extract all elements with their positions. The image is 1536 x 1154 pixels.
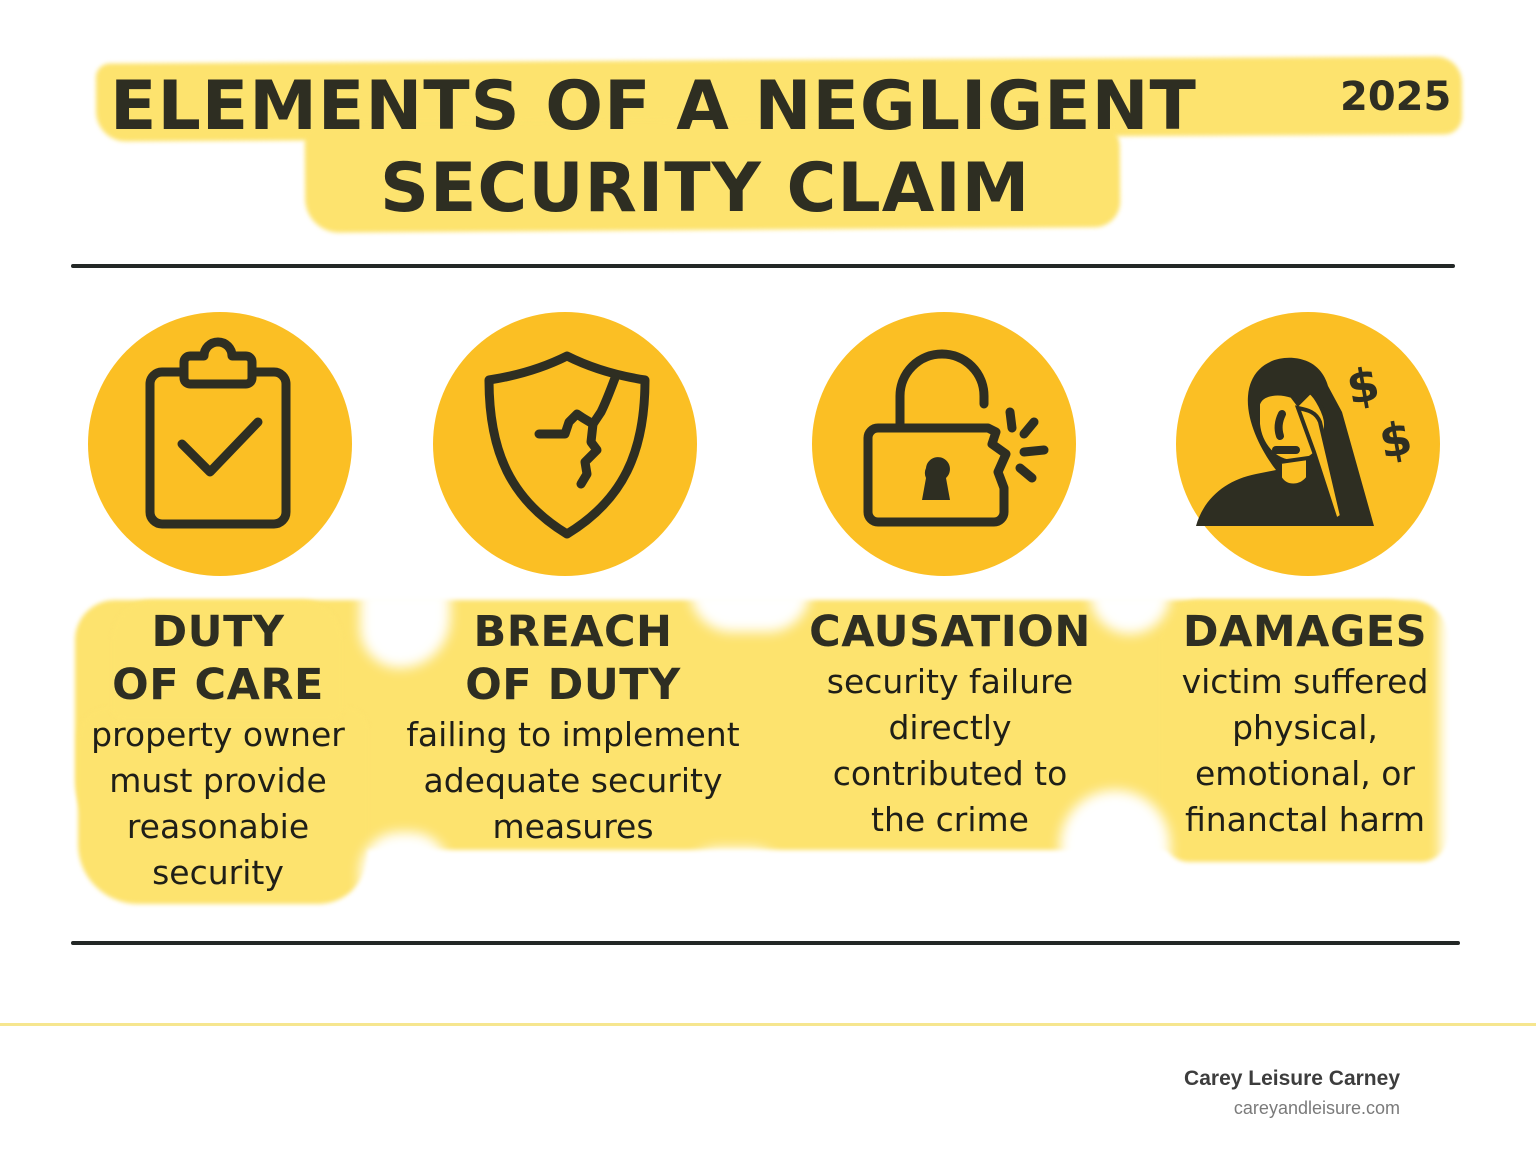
element-description: contributed to	[832, 754, 1068, 793]
element-description: reasonabie	[126, 807, 310, 846]
year-badge: 2025	[1340, 74, 1452, 120]
element-term: OF CARE	[112, 660, 324, 710]
element-description: the crime	[871, 800, 1029, 839]
terms-highlight	[78, 708, 368, 904]
element-description: financtal harm	[1184, 800, 1426, 839]
page-title-line-2: SECURITY CLAIM	[380, 149, 1031, 228]
element-duty-of-care: DUTY OF CARE property owner must provide…	[38, 606, 398, 896]
element-description: physical,	[1232, 708, 1378, 747]
element-description: property owner	[91, 715, 345, 754]
element-term: DAMAGES	[1182, 607, 1428, 657]
element-description: measures	[492, 807, 654, 846]
element-description: directly	[888, 708, 1012, 747]
page-title-line-1: ELEMENTS OF A NEGLIGENT	[110, 67, 1197, 146]
footer-brand: Carey Leisure Carney careyandleisure.com	[1184, 1066, 1400, 1124]
highlight-cutout	[1440, 590, 1536, 890]
cracked-shield-icon	[433, 312, 697, 576]
element-causation: CAUSATION security failure directly cont…	[770, 606, 1130, 843]
bottom-divider	[71, 941, 1460, 945]
element-term: BREACH	[473, 607, 673, 657]
top-divider	[71, 264, 1455, 268]
terms-highlight	[1160, 600, 1450, 862]
element-description: failing to implement	[406, 715, 740, 754]
highlight-cutout	[680, 848, 790, 908]
terms-highlight	[112, 600, 342, 720]
element-description: adequate security	[423, 761, 723, 800]
svg-text:$: $	[1342, 356, 1383, 415]
highlight-cutout	[360, 832, 450, 912]
brand-url: careyandleisure.com	[1233, 1098, 1400, 1118]
brand-name: Carey Leisure Carney	[1184, 1067, 1400, 1090]
element-term: DUTY	[151, 607, 285, 657]
element-breach-of-duty: BREACH OF DUTY failing to implement adeq…	[393, 606, 753, 850]
element-term: OF DUTY	[465, 660, 681, 710]
element-description: must provide	[109, 761, 327, 800]
element-description: security failure	[826, 662, 1074, 701]
element-description: security	[152, 853, 284, 892]
clipboard-check-icon	[88, 312, 352, 576]
element-term: CAUSATION	[809, 607, 1091, 657]
footer-divider	[0, 1023, 1536, 1026]
broken-padlock-icon	[812, 312, 1076, 576]
svg-text:$: $	[1375, 410, 1416, 469]
highlight-cutout	[1060, 790, 1170, 910]
element-damages: DAMAGES victim suffered physical, emotio…	[1125, 606, 1485, 843]
element-description: emotional, or	[1195, 754, 1415, 793]
element-description: victim suffered	[1181, 662, 1429, 701]
highlight-cutout	[690, 590, 810, 632]
distressed-person-money-icon: $ $	[1176, 312, 1440, 576]
